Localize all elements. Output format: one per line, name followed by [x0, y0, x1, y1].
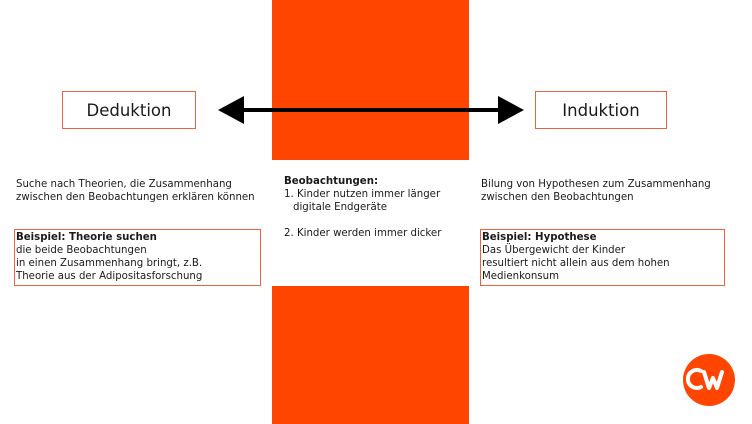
- deduction-label-box: Deduktion: [62, 91, 196, 129]
- deduction-description: Suche nach Theorien, die Zusammenhang zw…: [16, 179, 255, 203]
- induction-example-line: Medienkonsum: [482, 271, 559, 282]
- induction-description: Bilung von Hypothesen zum Zusammenhang z…: [481, 179, 711, 203]
- induction-example-box: Beispiel: Hypothese Das Übergewicht der …: [480, 229, 725, 286]
- induction-label-box: Induktion: [535, 91, 667, 129]
- deduction-example-box: Beispiel: Theorie suchen die beide Beoba…: [14, 229, 261, 286]
- deduction-example-title: Beispiel: Theorie suchen: [16, 232, 157, 243]
- deduction-example-line: Theorie aus der Adipositasforschung: [16, 271, 203, 282]
- induction-example-title: Beispiel: Hypothese: [482, 232, 597, 243]
- double-arrow-icon: [218, 96, 524, 124]
- cw-logo-icon: [683, 354, 735, 406]
- deduction-example-line: die beide Beobachtungen: [16, 245, 147, 256]
- induction-label: Induktion: [562, 100, 640, 120]
- observation-item-1: 1. Kinder nutzen immer länger digitale E…: [284, 189, 441, 213]
- observation-item-2: 2. Kinder werden immer dicker: [284, 228, 442, 239]
- observations-title: Beobachtungen:: [284, 176, 379, 187]
- deduction-example-line: in einen Zusammenhang bringt, z.B.: [16, 258, 203, 269]
- induction-example-line: Das Übergewicht der Kinder: [482, 245, 626, 256]
- deduction-label: Deduktion: [86, 100, 172, 120]
- induction-example-line: resultiert nicht allein aus dem hohen: [482, 258, 670, 269]
- observations-box: Beobachtungen: 1. Kinder nutzen immer lä…: [272, 160, 469, 286]
